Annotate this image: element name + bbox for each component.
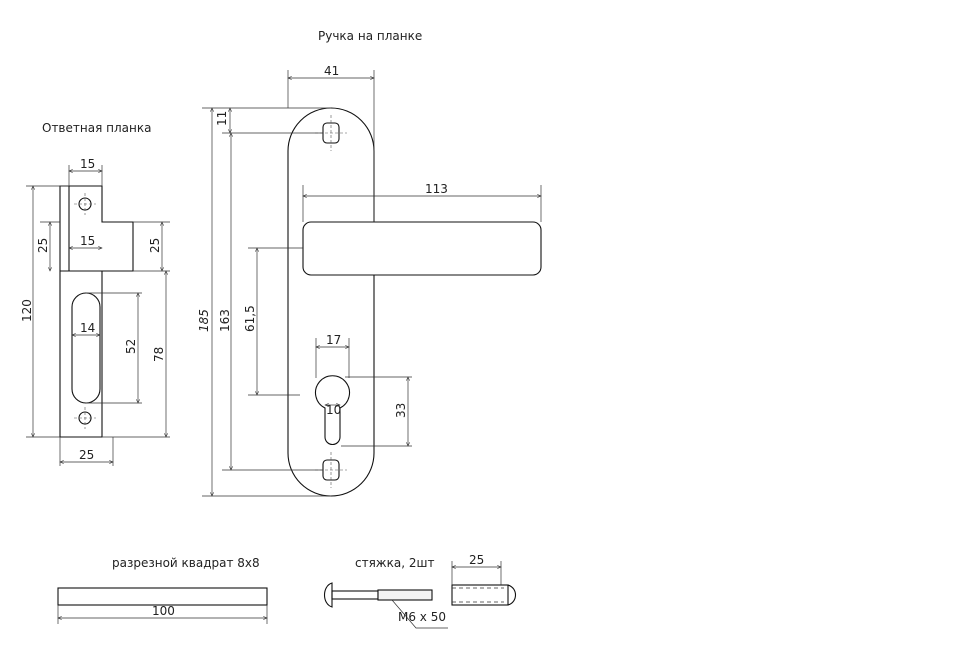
handle-title: Ручка на планке [318,29,422,43]
spindle-body [57,587,268,606]
spindle-title: разрезной квадрат 8x8 [112,556,260,570]
strike-top-screw [74,193,96,215]
dim-strike-slot-height: 52 [124,339,138,354]
dim-strike-top-tab-width: 15 [80,157,95,171]
tie-screw-thread [377,589,433,601]
dim-strike-depth: 78 [152,347,166,362]
tie-thread-label: M6 x 50 [398,610,446,624]
tie-bolt-drawing: M6 x 50 25 [323,553,517,629]
dim-handle-cylinder-slot: 10 [326,403,341,417]
dim-strike-total-height: 120 [20,299,34,322]
spindle-drawing: 100 [57,587,268,624]
dim-tie-length: 25 [469,553,484,567]
dim-spindle-length: 100 [152,604,175,618]
dim-strike-tab-height-left: 25 [36,238,50,253]
tie-sleeve-body [451,584,509,606]
tie-screw-shank [331,590,379,600]
handle-lever [302,221,542,276]
dim-handle-lever-to-cylinder: 61,5 [243,305,257,332]
tie-bolt-title: стяжка, 2шт [355,556,434,570]
dim-handle-cylinder-height: 33 [394,403,408,418]
cylinder-cutout [315,375,350,445]
dim-handle-hole-spacing: 163 [218,309,232,332]
strike-plate-outline [59,185,134,438]
dim-handle-cylinder-width: 17 [326,333,341,347]
dim-handle-plate-width: 41 [324,64,339,78]
dim-handle-lever-length: 113 [425,182,448,196]
tie-screw-head [323,582,333,608]
handle-drawing: 41 113 11 185 163 61,5 17 33 10 [197,64,542,497]
dim-strike-base-width: 25 [79,448,94,462]
dim-strike-slot-width: 14 [80,321,95,335]
strike-plate-title: Ответная планка [42,121,151,135]
dim-handle-top-offset: 11 [215,111,229,126]
dim-strike-tab-height-right: 25 [148,238,162,253]
strike-plate-drawing: 15 15 25 25 120 14 52 78 25 [20,157,170,466]
handle-backplate [287,107,375,497]
dim-handle-total-height: 185 [197,309,211,332]
dim-strike-inner-width: 15 [80,234,95,248]
strike-bottom-screw [74,407,96,429]
